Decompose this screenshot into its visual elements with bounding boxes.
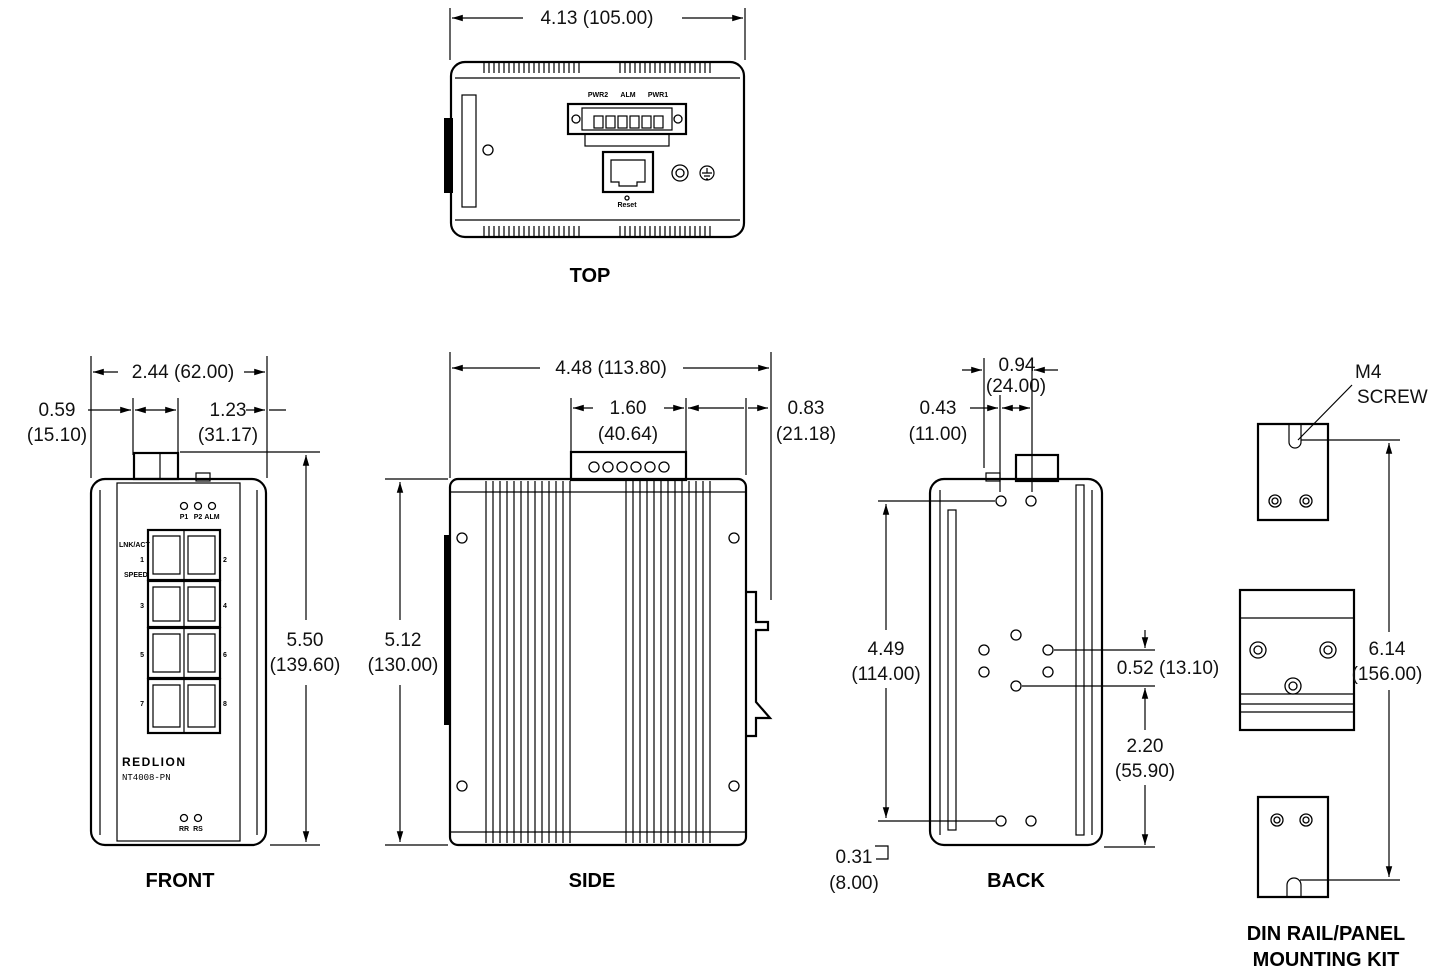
- front-right-offset-in: 1.23: [210, 400, 247, 421]
- led-label-alm: ALM: [204, 514, 219, 521]
- front-width-dimension: 2.44 (62.00): [132, 362, 234, 383]
- led-label-p1: P1: [180, 514, 189, 521]
- top-vent-fins: [483, 63, 711, 236]
- port-label-3: 3: [140, 603, 144, 610]
- back-bottom-mm: (8.00): [829, 873, 879, 894]
- back-view: 0.94 (24.00) 0.43 (11.00) 4.49 (: [829, 355, 1219, 894]
- ground-symbol-icon: [699, 165, 715, 181]
- brand-logo: REDLION: [122, 755, 187, 769]
- terminal-label-alm: ALM: [620, 92, 635, 99]
- side-connector-in: 1.60: [610, 398, 647, 419]
- console-port: Reset: [601, 150, 655, 209]
- port-label-2: 2: [223, 557, 227, 564]
- side-width-dimension: 4.48 (113.80): [555, 358, 667, 379]
- back-offset-mm: (11.00): [909, 424, 968, 445]
- back-offset-in: 0.43: [920, 398, 957, 419]
- top-view: 4.13 (105.00) PWR2 ALM PWR: [444, 8, 746, 287]
- mount-height-mm: (156.00): [1352, 664, 1423, 685]
- terminal-label-pwr1: PWR1: [648, 92, 668, 99]
- back-lower-in: 2.20: [1127, 736, 1164, 757]
- top-view-title: TOP: [570, 265, 611, 287]
- side-view-title: SIDE: [569, 870, 616, 892]
- screw-size-label: M4: [1355, 362, 1382, 383]
- back-view-title: BACK: [987, 870, 1045, 892]
- mount-kit-title-line1: DIN RAIL/PANEL: [1247, 923, 1406, 945]
- reset-label: Reset: [617, 202, 637, 209]
- lnk-act-label: LNK/ACT: [119, 542, 150, 549]
- front-leds-top: P1 P2 ALM: [180, 501, 220, 521]
- ethernet-ports: 1 2 3 4 5 6 7 8: [140, 528, 227, 735]
- side-height-mm: (130.00): [368, 655, 439, 676]
- din-rail-clip: [1238, 588, 1356, 732]
- mount-height-in: 6.14: [1369, 639, 1406, 660]
- front-view-title: FRONT: [146, 870, 215, 892]
- top-bracket: [1256, 422, 1330, 522]
- port-label-7: 7: [140, 701, 144, 708]
- port-label-1: 1: [140, 557, 144, 564]
- side-fins: [450, 481, 746, 843]
- port-label-5: 5: [140, 652, 144, 659]
- mount-kit-title-line2: MOUNTING KIT: [1253, 949, 1400, 971]
- back-spacing-in: 0.94: [999, 355, 1036, 376]
- back-bottom-in: 0.31: [836, 847, 873, 868]
- side-terminal-block: [569, 450, 688, 482]
- model-label: NT4008-PN: [122, 773, 171, 783]
- side-connector-mm: (40.64): [598, 424, 658, 445]
- back-lower-mm: (55.90): [1115, 761, 1175, 782]
- back-hole-gap: 0.52 (13.10): [1117, 658, 1219, 679]
- side-height-in: 5.12: [385, 630, 422, 651]
- terminal-block: PWR2 ALM PWR1: [566, 92, 688, 147]
- screw-label: SCREW: [1357, 387, 1428, 408]
- port-label-6: 6: [223, 652, 227, 659]
- top-width-dimension: 4.13 (105.00): [540, 8, 653, 29]
- front-height-mm: (139.60): [270, 655, 341, 676]
- back-height-in: 4.49: [868, 639, 905, 660]
- front-leds-bottom: RR RS: [179, 813, 203, 833]
- front-right-offset-mm: (31.17): [198, 425, 258, 446]
- side-offset-mm: (21.18): [776, 424, 836, 445]
- side-view: 4.48 (113.80) 1.60 (40.64) 0.83 (21.18) …: [368, 352, 836, 892]
- back-spacing-mm: (24.00): [986, 376, 1046, 397]
- front-left-offset-mm: (15.10): [27, 425, 87, 446]
- mounting-kit: M4 SCREW: [1238, 362, 1428, 971]
- front-height-in: 5.50: [287, 630, 324, 651]
- led-label-rr: RR: [179, 826, 189, 833]
- port-label-8: 8: [223, 701, 227, 708]
- back-mounting-holes: [978, 495, 1054, 827]
- port-label-4: 4: [223, 603, 227, 610]
- back-height-mm: (114.00): [851, 664, 920, 685]
- side-offset-in: 0.83: [788, 398, 825, 419]
- led-label-rs: RS: [193, 826, 203, 833]
- led-label-p2: P2: [194, 514, 203, 521]
- speed-label: SPEED: [124, 572, 148, 579]
- terminal-label-pwr2: PWR2: [588, 92, 608, 99]
- bottom-bracket: [1256, 795, 1330, 899]
- front-view: 2.44 (62.00) 0.59 (15.10) 1.23 (31.17) 5…: [27, 356, 340, 892]
- front-left-offset-in: 0.59: [39, 400, 76, 421]
